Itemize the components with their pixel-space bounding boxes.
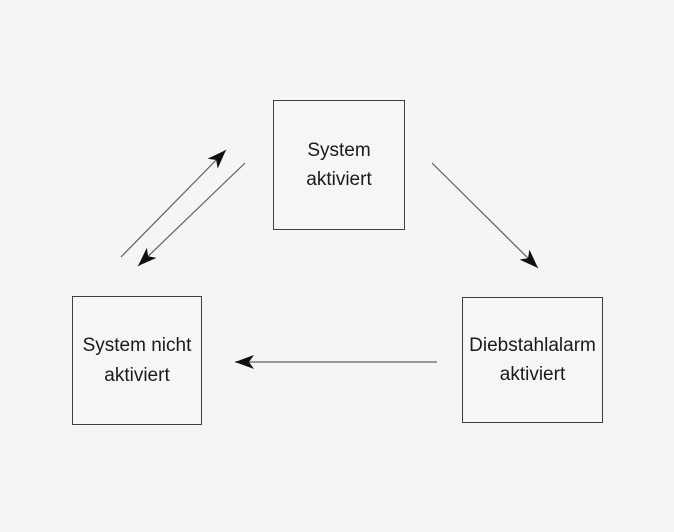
edge-armed-to-theft-alarm-arrow — [431, 162, 539, 269]
edge-disarmed-to-armed-arrow — [120, 149, 227, 258]
node-diebstahlalarm-aktiviert-label: Diebstahlalarm aktiviert — [469, 334, 596, 385]
node-system-nicht-aktiviert: System nicht aktiviert — [72, 296, 202, 425]
node-system-aktiviert-label: System aktiviert — [306, 139, 372, 190]
node-system-aktiviert: System aktiviert — [273, 100, 405, 230]
node-diebstahlalarm-aktiviert: Diebstahlalarm aktiviert — [462, 297, 603, 423]
edge-armed-to-disarmed-arrow — [137, 162, 246, 267]
node-system-nicht-aktiviert-label: System nicht aktiviert — [82, 335, 192, 386]
